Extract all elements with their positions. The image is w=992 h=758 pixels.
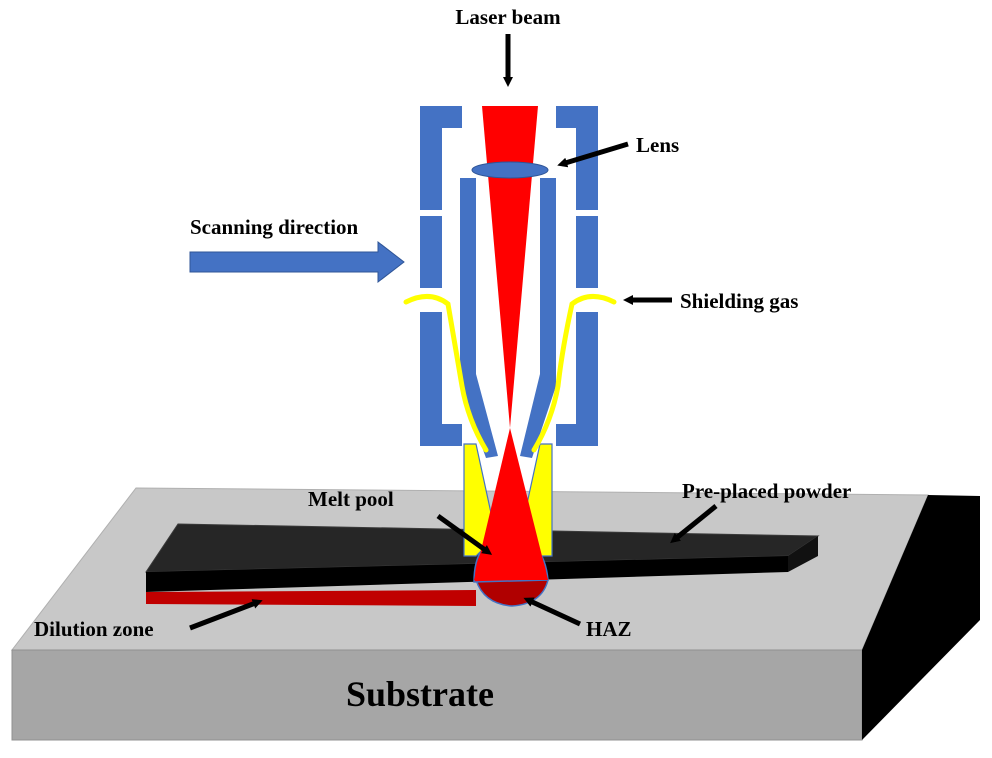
nozzle-body <box>420 106 598 458</box>
nozzle-right-bottom-bracket <box>556 312 598 446</box>
substrate-label: Substrate <box>346 674 494 714</box>
nozzle-right-mid-wall <box>576 216 598 288</box>
substrate-side-face <box>862 495 980 740</box>
dilution-zone-layer <box>146 590 476 606</box>
haz-arrow <box>523 597 582 627</box>
laser-beam-shape <box>474 106 548 580</box>
shielding-gas-label: Shielding gas <box>680 289 798 313</box>
nozzle-left-bottom-bracket <box>420 312 462 446</box>
scanning-direction-arrow <box>189 240 405 284</box>
scanning-direction-label: Scanning direction <box>190 215 359 239</box>
laser-cone-upper <box>482 106 538 428</box>
dilution-zone-arrow <box>189 599 263 631</box>
nozzle-left-inner-wall <box>460 178 498 458</box>
shielding-gas-lines <box>403 294 617 453</box>
shielding-gas-right-line <box>531 294 617 453</box>
lens-arrow <box>557 141 629 168</box>
nozzle-right-inner-wall <box>520 178 556 458</box>
powder-arrow <box>670 504 718 544</box>
labels: Laser beam Lens Scanning direction Shiel… <box>34 5 851 714</box>
shielding-gas-left-line <box>403 294 489 453</box>
nozzle-left-top-bracket <box>420 106 462 210</box>
powder-end-face <box>788 536 818 572</box>
lens-label: Lens <box>636 133 679 157</box>
dilution-zone-label: Dilution zone <box>34 617 154 641</box>
melt-pool-arrow <box>436 513 493 555</box>
laser-beam-label: Laser beam <box>455 5 561 29</box>
powder-front-face <box>146 556 788 592</box>
nozzle-left-mid-wall <box>420 216 442 288</box>
melt-pool-label: Melt pool <box>308 487 394 511</box>
laser-cone-lower <box>474 428 548 580</box>
lens-shape <box>471 161 549 179</box>
pre-placed-powder-label: Pre-placed powder <box>682 479 851 503</box>
pointer-arrows <box>189 34 718 631</box>
haz-label: HAZ <box>586 617 632 641</box>
